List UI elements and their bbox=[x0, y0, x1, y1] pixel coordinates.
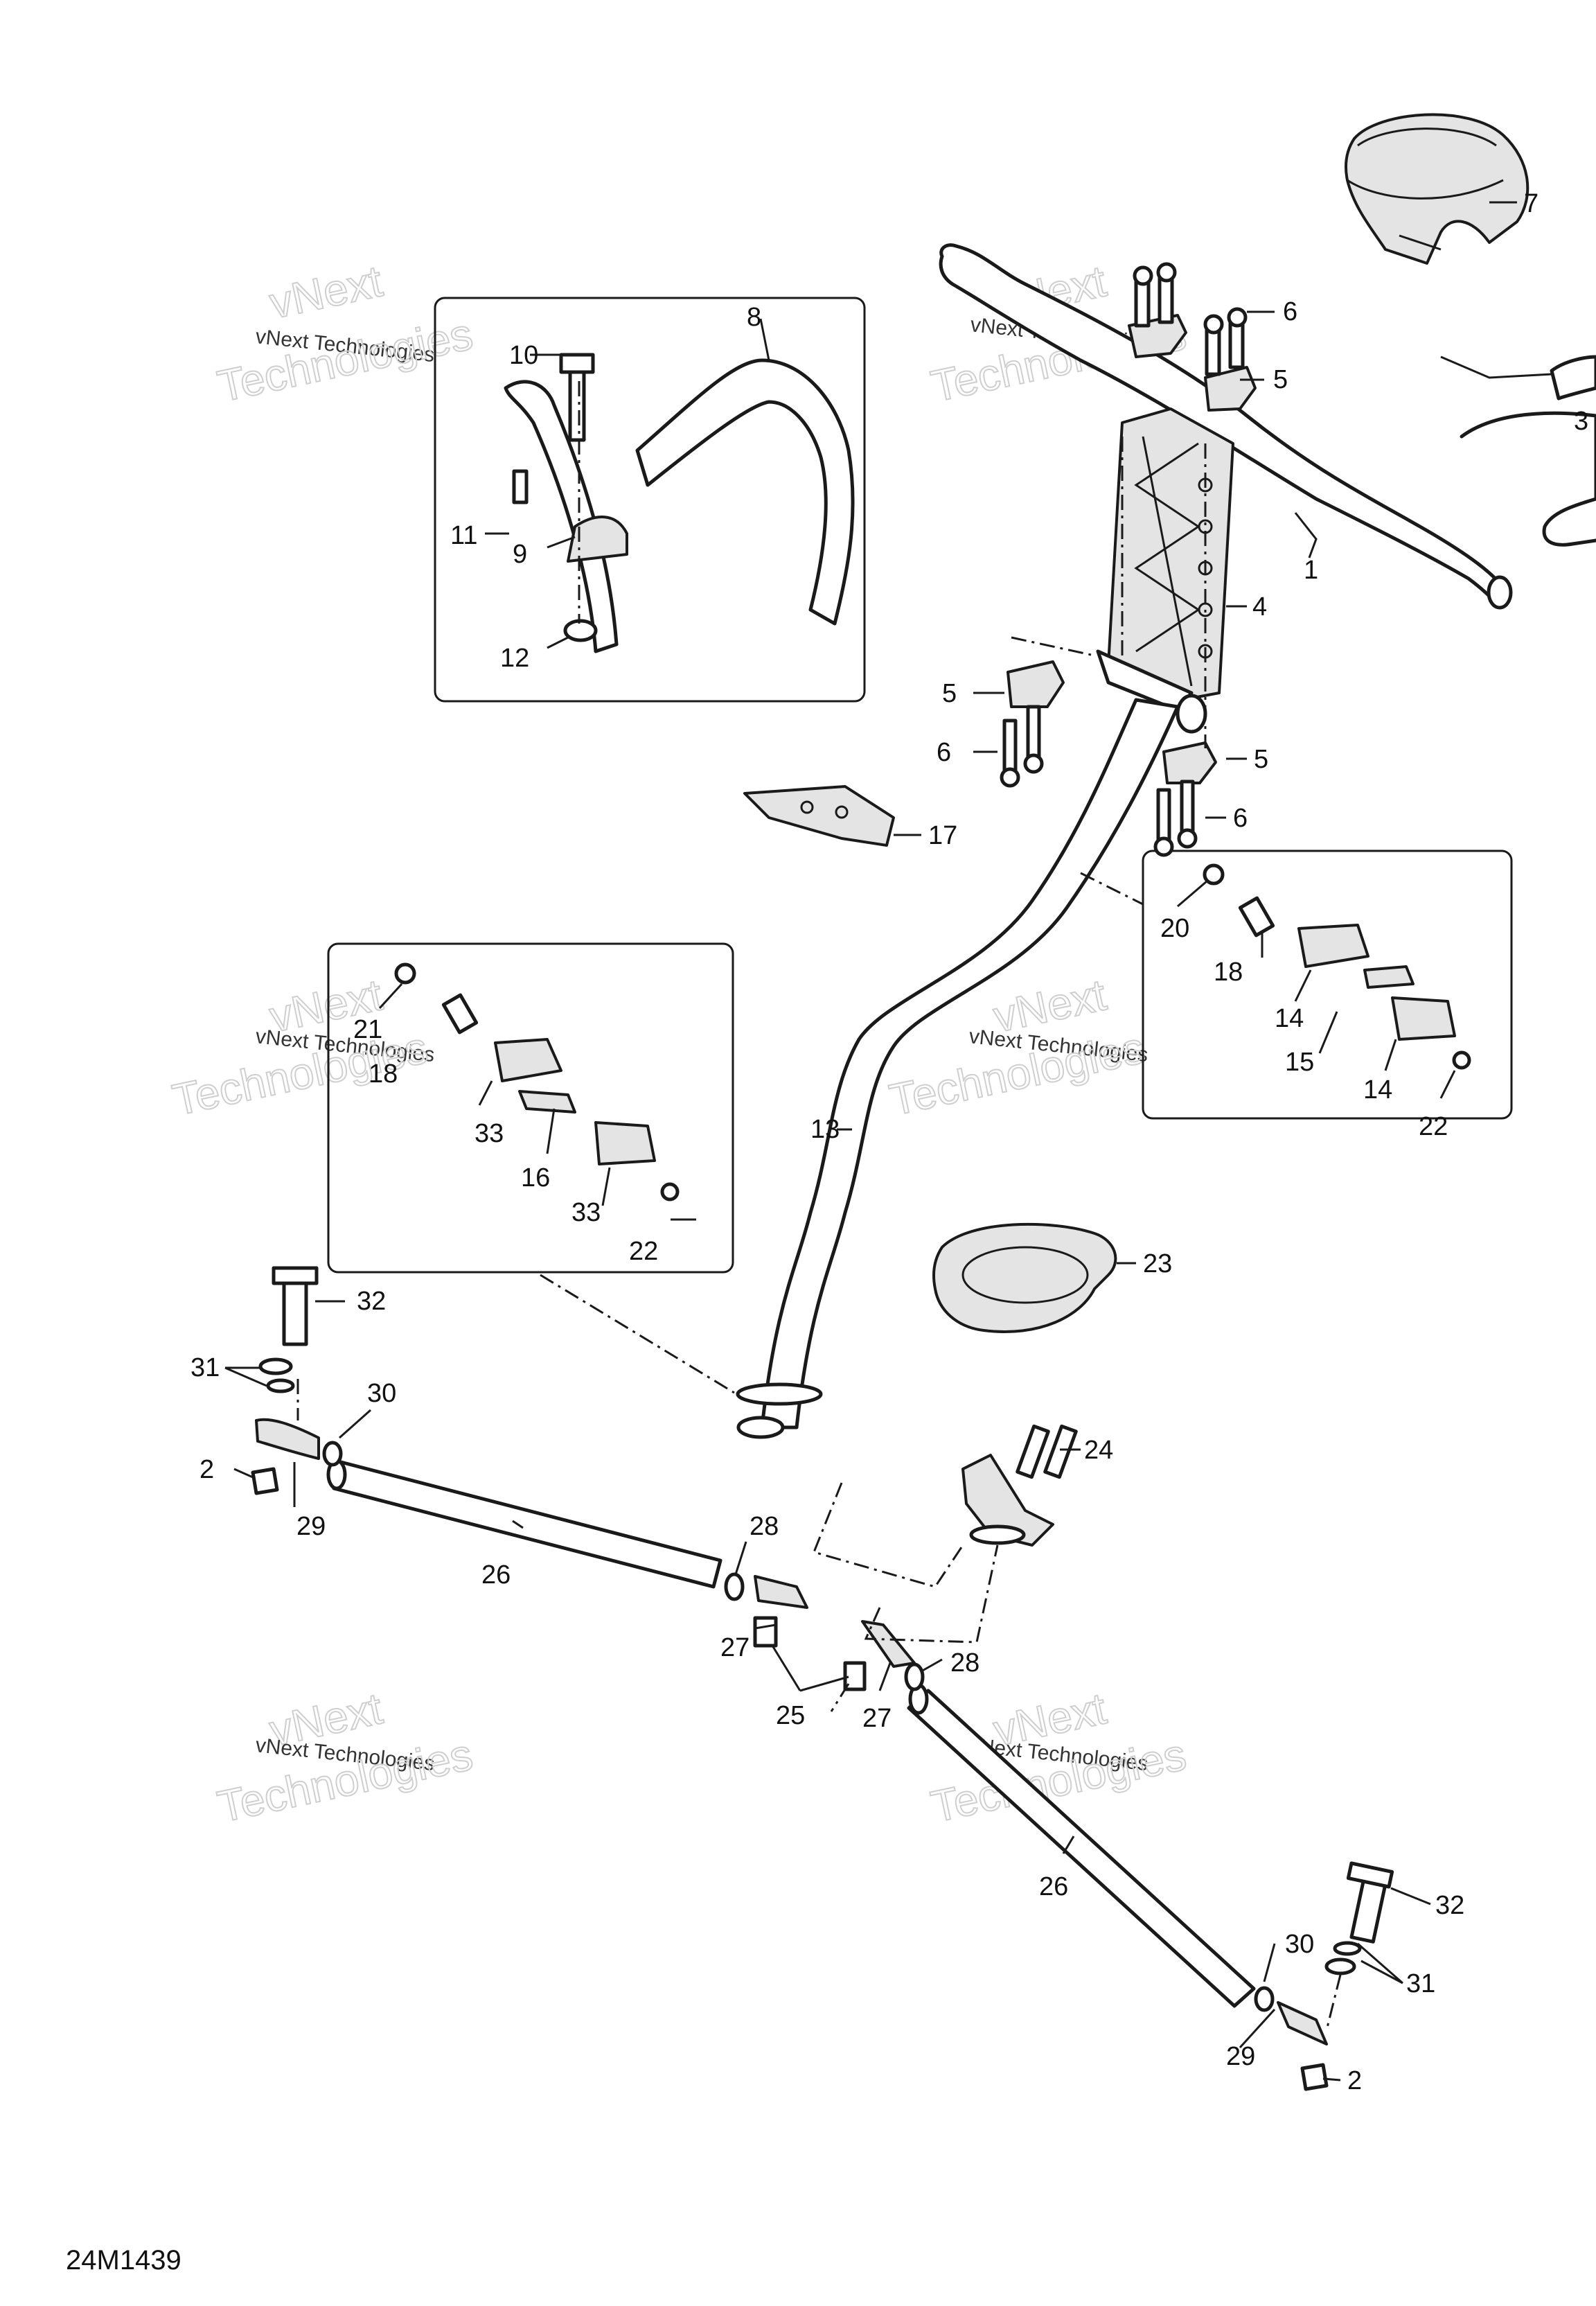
callout-26: 26 bbox=[1039, 1872, 1068, 1901]
inset-box-tie-rod-end-right bbox=[1142, 850, 1513, 1120]
pad-strip bbox=[635, 358, 855, 626]
watermark-group-3: vNext vNext Technologies Technologies bbox=[168, 969, 436, 1125]
callout-29: 29 bbox=[296, 1512, 326, 1541]
callout-25: 25 bbox=[776, 1701, 805, 1730]
callout-33: 33 bbox=[571, 1198, 601, 1227]
callout-28: 28 bbox=[750, 1512, 779, 1541]
handlebar bbox=[939, 243, 1513, 610]
callout-31: 31 bbox=[190, 1353, 220, 1382]
lower-clamp-right bbox=[1162, 741, 1217, 784]
watermark-group-5: vNext vNext Technologies Technologies bbox=[213, 1682, 477, 1832]
linkage-guide-right bbox=[864, 1544, 999, 1644]
callout-31: 31 bbox=[1406, 1969, 1435, 1998]
callout-18: 18 bbox=[1214, 958, 1243, 987]
inset-link-left bbox=[540, 1274, 735, 1394]
callout-6: 6 bbox=[1233, 804, 1248, 833]
callout-8: 8 bbox=[747, 303, 761, 332]
callout-10: 10 bbox=[509, 341, 538, 370]
callout-14: 14 bbox=[1275, 1004, 1304, 1033]
rod-end-left-outer bbox=[251, 1266, 343, 1495]
nut-guide bbox=[830, 1683, 850, 1712]
rod-end-center-left bbox=[724, 1572, 867, 1691]
callout-14: 14 bbox=[1363, 1075, 1392, 1104]
callout-33: 33 bbox=[475, 1119, 504, 1148]
callout-5: 5 bbox=[1254, 745, 1268, 774]
callout-22: 22 bbox=[1419, 1112, 1448, 1141]
steering-column bbox=[736, 698, 1180, 1439]
rod-end-right-outer bbox=[1254, 1861, 1394, 2091]
bolt-guide-right bbox=[1325, 1974, 1342, 2031]
tie-rod-right bbox=[907, 1683, 1256, 2008]
tie-rod-left bbox=[326, 1459, 722, 1589]
riser bbox=[1096, 407, 1234, 734]
callout-32: 32 bbox=[357, 1287, 386, 1316]
callout-9: 9 bbox=[513, 540, 527, 569]
callout-3: 3 bbox=[1574, 407, 1588, 436]
callout-5: 5 bbox=[942, 679, 957, 708]
callout-6: 6 bbox=[937, 738, 951, 767]
lower-bolts bbox=[1000, 705, 1198, 857]
callout-20: 20 bbox=[1160, 914, 1189, 943]
watermark-top: vNext bbox=[265, 256, 387, 328]
callout-11: 11 bbox=[450, 521, 477, 550]
callout-1: 1 bbox=[1304, 556, 1318, 585]
callout-2: 2 bbox=[200, 1455, 214, 1484]
callout-labels: 7 6 5 3 1 4 5 6 5 6 17 13 23 8 10 11 9 1… bbox=[190, 189, 1588, 2095]
callout-2: 2 bbox=[1347, 2066, 1362, 2095]
callout-26: 26 bbox=[481, 1560, 511, 1590]
lower-clamp-left bbox=[1007, 660, 1065, 708]
pitman-bracket bbox=[961, 1424, 1078, 1547]
inset-box-handlebar-pad bbox=[434, 297, 866, 703]
lower-clamp-guide bbox=[1011, 636, 1092, 656]
inset-box-tie-rod-end-left bbox=[327, 942, 734, 1274]
callout-28: 28 bbox=[950, 1648, 979, 1678]
callout-21: 21 bbox=[353, 1015, 382, 1044]
inset-link-right bbox=[1080, 872, 1144, 906]
callout-27: 27 bbox=[862, 1704, 892, 1733]
upper-bolts bbox=[1133, 262, 1248, 376]
mounting-plate bbox=[743, 785, 895, 847]
callout-6: 6 bbox=[1283, 297, 1297, 326]
watermark-group-1: vNext vNext Technologies Technologies bbox=[213, 255, 477, 412]
callout-16: 16 bbox=[521, 1163, 550, 1192]
column-boot bbox=[932, 1222, 1117, 1333]
callout-13: 13 bbox=[810, 1115, 840, 1144]
watermark-bottom: Technologies bbox=[213, 309, 477, 412]
callout-27: 27 bbox=[720, 1633, 750, 1662]
callout-24: 24 bbox=[1084, 1436, 1113, 1465]
callout-22: 22 bbox=[629, 1237, 658, 1266]
callout-32: 32 bbox=[1435, 1891, 1464, 1920]
callout-17: 17 bbox=[928, 821, 957, 850]
clamp-assembly bbox=[504, 353, 628, 653]
leader-lines bbox=[224, 201, 1517, 2081]
callout-23: 23 bbox=[1143, 1249, 1172, 1278]
linkage-guide-left bbox=[812, 1482, 964, 1588]
callout-12: 12 bbox=[500, 644, 529, 673]
diagram-code: 24M1439 bbox=[66, 2245, 181, 2276]
tie-rod-end-left-parts bbox=[394, 962, 680, 1202]
handlebar-partial bbox=[1440, 355, 1596, 547]
rod-end-center-right bbox=[861, 1620, 925, 1691]
callout-7: 7 bbox=[1524, 189, 1539, 218]
callout-30: 30 bbox=[367, 1379, 396, 1408]
callout-15: 15 bbox=[1285, 1048, 1314, 1077]
tie-rod-end-right-parts bbox=[1203, 863, 1471, 1070]
handlebar-pad bbox=[1345, 113, 1530, 265]
callout-29: 29 bbox=[1226, 2042, 1255, 2071]
callout-5: 5 bbox=[1273, 365, 1288, 394]
callout-18: 18 bbox=[369, 1059, 398, 1089]
callout-4: 4 bbox=[1252, 592, 1267, 622]
callout-30: 30 bbox=[1285, 1930, 1314, 1959]
